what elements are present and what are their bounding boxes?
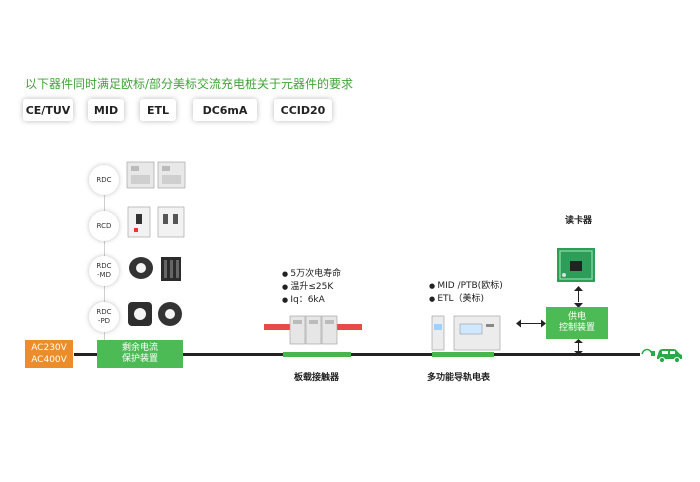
meter-specs: MID /PTB(欧标) ETL（美标) — [429, 280, 503, 306]
arrow-reader-to-supply — [578, 290, 579, 302]
node-rdc-pd: RDC -PD — [89, 302, 119, 332]
card-reader-image — [556, 247, 596, 283]
power-input-line2: AC400V — [31, 355, 67, 365]
contactor-image — [262, 310, 364, 348]
contactor-segment — [283, 352, 351, 357]
node-rdc: RDC — [89, 165, 119, 195]
main-power-line — [74, 353, 640, 356]
residual-box-line1: 剩余电流 — [121, 343, 158, 353]
supply-control-box: 供电 控制装置 — [546, 307, 608, 339]
arrow-supply-line — [574, 339, 583, 355]
residual-box-line2: 保护装置 — [121, 354, 158, 364]
cert-badge-dc6ma: DC6mA — [193, 99, 257, 121]
power-input-line1: AC230V — [31, 343, 67, 353]
contactor-spec-3: Iq：6kA — [282, 294, 341, 307]
arrow-heads-reader — [574, 286, 583, 308]
supply-box-line1: 供电 — [567, 312, 586, 322]
cert-badge-ce-tuv: CE/TUV — [23, 99, 73, 121]
meter-spec-2: ETL（美标) — [429, 293, 503, 306]
contactor-spec-1: 5万次电寿命 — [282, 268, 341, 281]
power-input-box: AC230V AC400V — [25, 340, 73, 368]
meter-segment — [432, 352, 494, 357]
meter-spec-1: MID /PTB(欧标) — [429, 280, 502, 293]
page-heading: 以下器件同时满足欧标/部分美标交流充电桩关于元器件的要求 — [25, 77, 354, 91]
rdc-device-image — [125, 160, 187, 190]
cert-badge-ccid20: CCID20 — [274, 99, 332, 121]
residual-current-box: 剩余电流 保护装置 — [97, 340, 183, 368]
card-reader-label: 读卡器 — [565, 216, 593, 226]
arrow-meter-supply — [516, 319, 546, 328]
meter-image — [428, 312, 504, 352]
node-rdc-md: RDC -MD — [89, 256, 119, 286]
car-icon — [641, 348, 682, 364]
node-rcd: RCD — [89, 211, 119, 241]
rdc-md-sensor-image — [125, 251, 187, 285]
plug-icon — [641, 348, 655, 356]
contactor-spec-2: 温升≤25K — [282, 281, 341, 294]
cert-badge-etl: ETL — [140, 99, 176, 121]
contactor-caption: 板载接触器 — [294, 373, 340, 383]
rdc-pd-sensor-image — [125, 297, 187, 331]
contactor-specs: 5万次电寿命 温升≤25K Iq：6kA — [282, 268, 341, 307]
meter-caption: 多功能导轨电表 — [427, 373, 491, 383]
cert-badge-mid: MID — [88, 99, 124, 121]
supply-box-line2: 控制装置 — [558, 323, 595, 333]
rcd-breaker-image — [125, 205, 187, 239]
